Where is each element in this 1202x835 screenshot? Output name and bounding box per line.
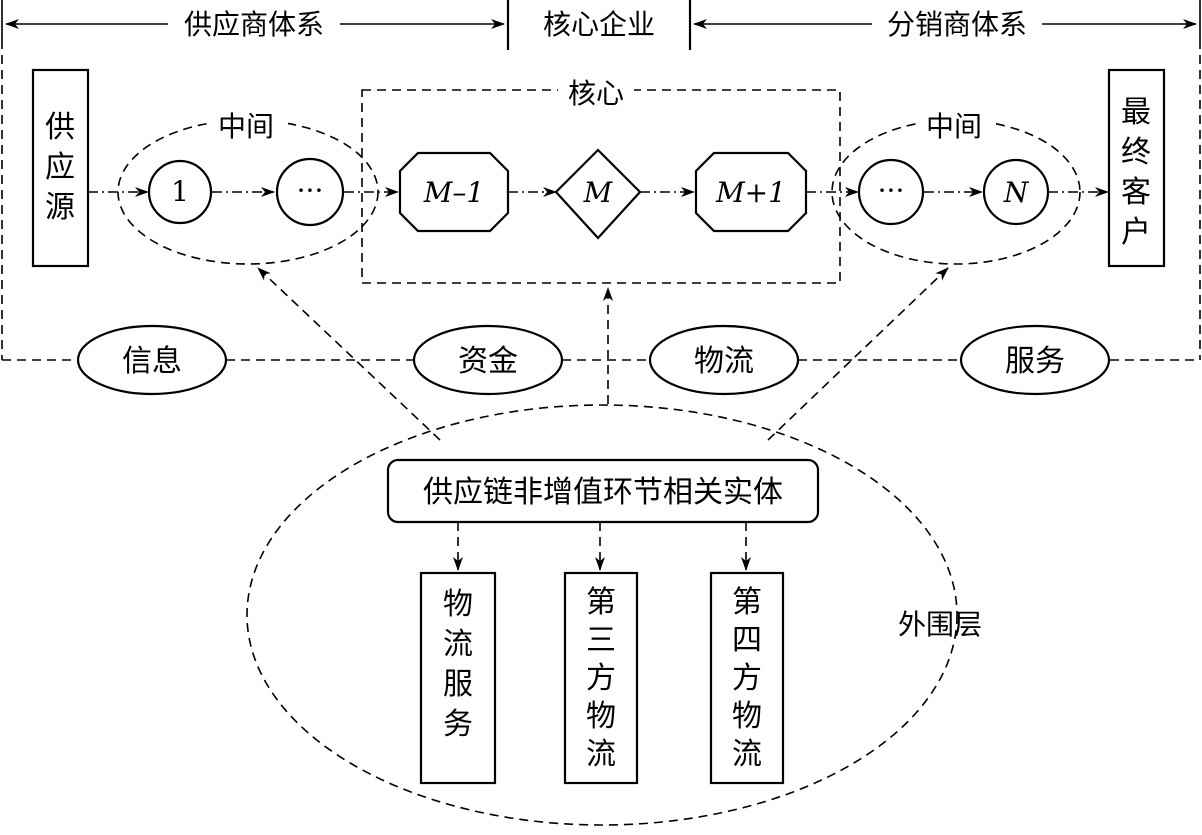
flow-funds-label: 资金 [458, 344, 518, 379]
non-value-added-entity-box [386, 458, 820, 524]
middle-left-label: 中间 [218, 110, 274, 143]
logistics-service-char-4: 务 [443, 707, 473, 742]
fourth-party-char-3: 方 [732, 661, 762, 696]
flow-info [76, 324, 228, 396]
node-1 [147, 159, 213, 225]
arrow-entity-to-middle-left [257, 267, 441, 441]
middle-right-label: 中间 [926, 110, 982, 143]
distributor-system-label: 分销商体系 [887, 8, 1027, 41]
node-n [982, 158, 1050, 226]
node-m [554, 148, 642, 240]
flow-logistics-label: 物流 [694, 344, 754, 379]
fourth-party-char-5: 流 [732, 737, 762, 772]
periphery-region [246, 404, 958, 826]
node-m-plus-1 [694, 151, 808, 233]
flow-info-label: 信息 [122, 344, 182, 379]
end-customer-char-1: 最 [1121, 95, 1151, 130]
core-label: 核心 [568, 77, 624, 110]
third-party-char-3: 方 [586, 661, 616, 696]
third-party-char-1: 第 [586, 585, 616, 620]
logistics-service-char-1: 物 [443, 587, 473, 622]
flow-service-label: 服务 [1005, 344, 1065, 379]
core-region [361, 89, 841, 284]
end-customer-box [1107, 68, 1166, 268]
node-1-label: 1 [171, 175, 189, 208]
logistics-service-char-2: 流 [443, 627, 473, 662]
end-customer-char-3: 客 [1121, 175, 1151, 210]
flow-logistics [648, 324, 800, 396]
flow-service [959, 324, 1111, 396]
arrow-entity-to-middle-right [767, 267, 949, 441]
node-dots-right [857, 158, 925, 226]
node-m-minus-1-label: M–1 [423, 176, 484, 209]
non-value-added-entity-label: 供应链非增值环节相关实体 [423, 475, 783, 510]
header-band: 供应商体系 核心企业 分销商体系 [1, 0, 1201, 50]
node-dots-right-label: ··· [878, 174, 905, 207]
supply-source-char-3: 源 [45, 190, 75, 225]
logistics-service-char-3: 服 [443, 667, 473, 702]
end-customer-char-4: 户 [1121, 215, 1151, 250]
third-party-char-2: 三 [586, 623, 616, 658]
node-m-plus-1-label: M+1 [715, 176, 786, 209]
node-dots-left-label: ··· [297, 174, 324, 207]
node-m-label: M [583, 176, 614, 209]
node-dots-left [275, 157, 345, 227]
flow-funds [412, 324, 564, 396]
fourth-party-logistics-box [709, 571, 785, 785]
third-party-logistics-box [563, 571, 639, 785]
logistics-service-box [419, 571, 497, 785]
third-party-char-4: 物 [586, 699, 616, 734]
end-customer-char-2: 终 [1121, 135, 1151, 170]
node-n-label: N [1003, 176, 1030, 209]
supply-source-box [31, 68, 90, 268]
supplier-system-label: 供应商体系 [184, 8, 324, 41]
core-enterprise-label: 核心企业 [543, 8, 655, 41]
third-party-char-5: 流 [586, 737, 616, 772]
node-m-minus-1 [398, 151, 510, 233]
periphery-label: 外围层 [898, 608, 982, 641]
fourth-party-char-2: 四 [732, 623, 762, 658]
fourth-party-char-4: 物 [732, 699, 762, 734]
supply-source-char-1: 供 [45, 110, 75, 145]
supply-source-char-2: 应 [45, 150, 75, 185]
outer-flow-frame [1, 40, 1201, 361]
fourth-party-char-1: 第 [732, 585, 762, 620]
